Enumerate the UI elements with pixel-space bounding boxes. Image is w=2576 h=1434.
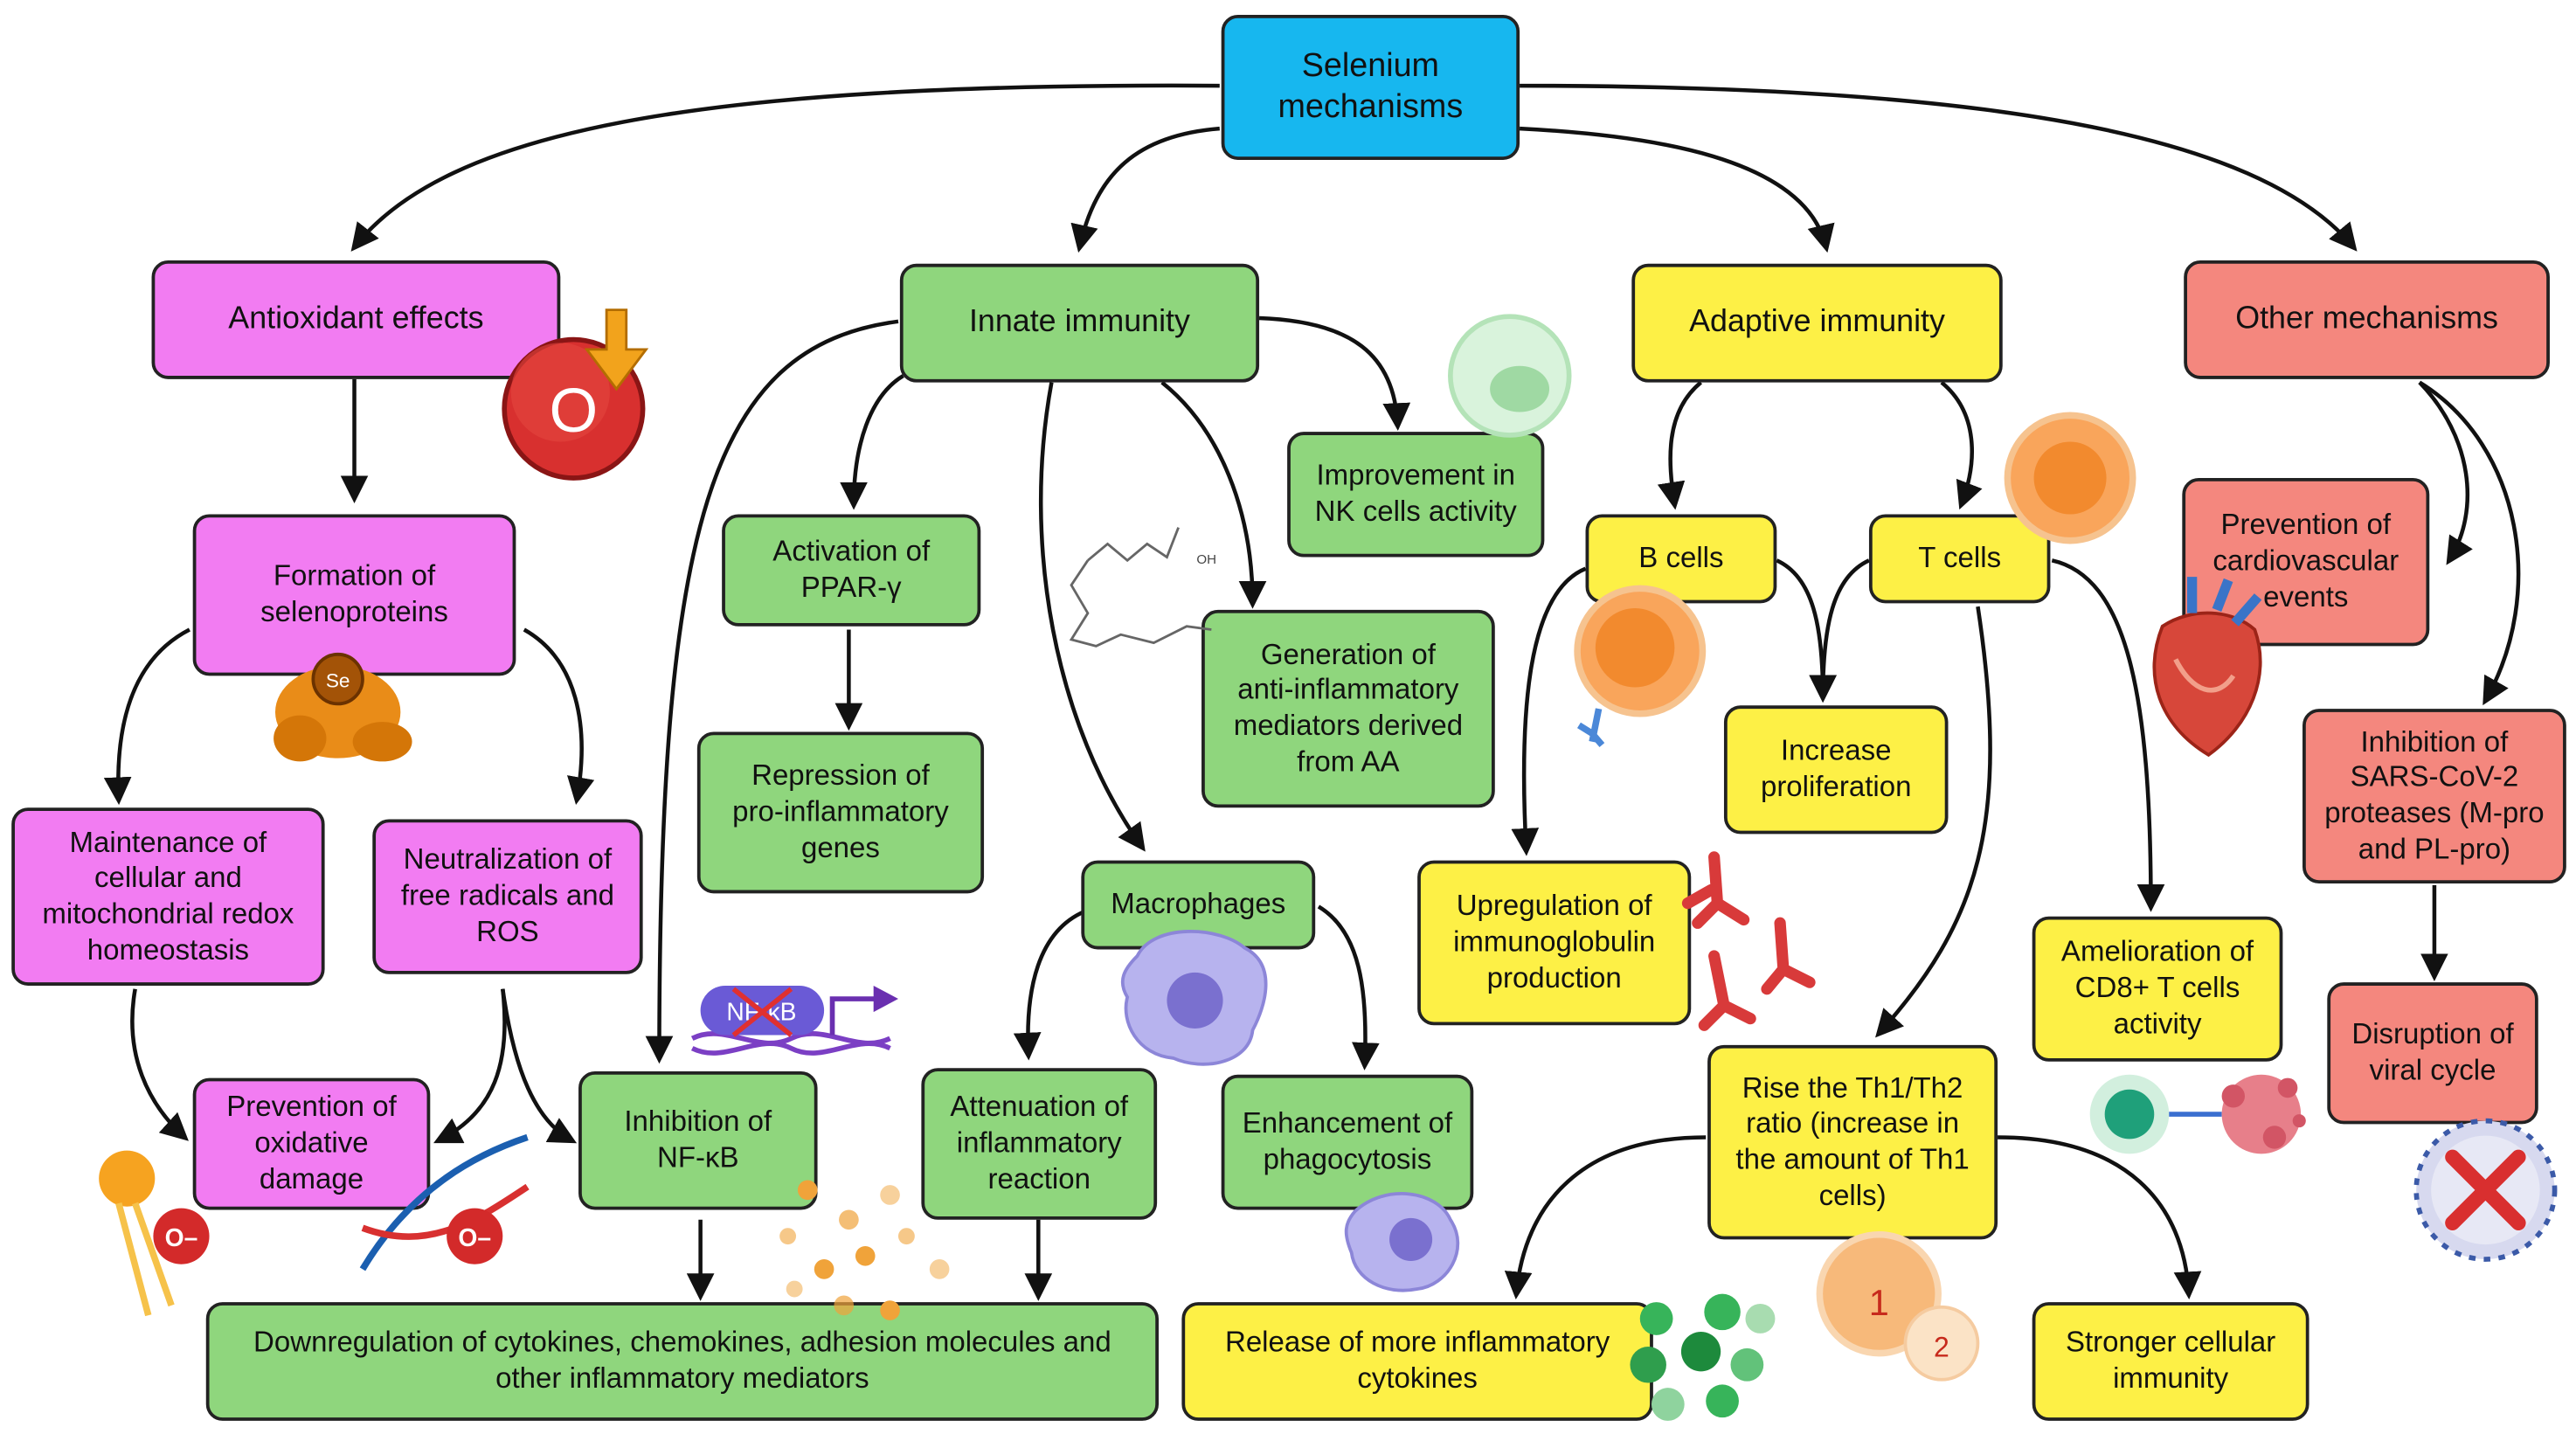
node-formation-selenoproteins: Formation of selenoproteins <box>192 514 516 676</box>
arrow-redox-prevention <box>130 988 189 1141</box>
node-adaptive-immunity: Adaptive immunity <box>1631 263 2003 383</box>
arrow-macrophages-attenuation <box>1013 909 1086 1061</box>
arrow-innate-ppar <box>840 374 904 510</box>
arrow-other-cardiovascular <box>2418 381 2473 565</box>
node-enhancement-phagocytosis: Enhancement of phagocytosis <box>1221 1074 1474 1210</box>
node-attenuation-inflammation: Attenuation of inflammatory reaction <box>921 1068 1158 1220</box>
node-downregulation-cytokines: Downregulation of cytokines, chemokines,… <box>205 1302 1159 1421</box>
arrow-root-adaptive <box>1519 126 1835 253</box>
arrow-th1th2-release <box>1504 1135 1707 1299</box>
arrow-neutralization-prevention <box>433 988 507 1144</box>
arrow-bcells-immunoglobulin <box>1511 566 1587 856</box>
arrow-tcells-th1th2 <box>1875 606 1992 1038</box>
node-nk-cells: Improvement in NK cells activity <box>1287 432 1545 558</box>
node-sars-cov2-proteases: Inhibition of SARS-CoV-2 proteases (M-pr… <box>2302 709 2566 884</box>
node-th1-th2-ratio: Rise the Th1/Th2 ratio (increase in the … <box>1707 1044 1998 1240</box>
arrow-bcells-proliferation <box>1776 558 1837 703</box>
node-selenium-mechanisms: Selenium mechanisms <box>1221 14 1520 160</box>
arrow-other-sars <box>2418 380 2521 706</box>
node-prevention-oxidative-damage: Prevention of oxidative damage <box>192 1077 431 1210</box>
node-other-mechanisms: Other mechanisms <box>2184 260 2550 379</box>
arrow-macrophages-phagocytosis <box>1317 904 1380 1070</box>
node-stronger-cellular-immunity: Stronger cellular immunity <box>2032 1302 2309 1421</box>
arrow-tcells-cd8 <box>2051 558 2165 912</box>
arrow-selenoproteins-redox <box>103 627 190 806</box>
node-immunoglobulin-production: Upregulation of immunoglobulin productio… <box>1417 860 1692 1026</box>
arrow-adaptive-bcells <box>1657 380 1702 510</box>
node-increase-proliferation: Increase proliferation <box>1723 705 1949 835</box>
node-viral-cycle: Disruption of viral cycle <box>2327 982 2538 1125</box>
node-release-cytokines: Release of more inflammatory cytokines <box>1181 1302 1653 1421</box>
arrow-selenoproteins-neutralization <box>523 627 595 806</box>
node-inhibition-nfkb: Inhibition of NF-κB <box>578 1071 818 1210</box>
node-cd8-activity: Amelioration of CD8+ T cells activity <box>2032 916 2283 1062</box>
node-macrophages: Macrophages <box>1081 860 1316 950</box>
node-redox-homeostasis: Maintenance of cellular and mitochondria… <box>11 807 325 986</box>
arrow-root-antioxidant <box>350 83 1220 252</box>
node-repression-genes: Repression of pro-inflammatory genes <box>696 731 985 894</box>
node-aa-mediators: Generation of anti-inflammatory mediator… <box>1201 609 1495 808</box>
arrow-adaptive-tcells <box>1940 380 1983 510</box>
node-activation-ppar: Activation of PPAR-γ <box>722 514 981 627</box>
arrow-root-other <box>1520 83 2358 252</box>
arrow-th1th2-cellular <box>1998 1135 2202 1299</box>
arrow-innate-nfkb <box>645 319 899 1064</box>
node-b-cells: B cells <box>1585 514 1777 604</box>
arrow-root-innate <box>1070 126 1220 253</box>
arrow-innate-macrophages <box>1038 382 1146 852</box>
node-neutralization-ros: Neutralization of free radicals and ROS <box>372 819 643 974</box>
arrow-innate-aa <box>1160 380 1267 609</box>
node-antioxidant-effects: Antioxidant effects <box>151 260 561 379</box>
node-innate-immunity: Innate immunity <box>899 263 1260 383</box>
arrow-innate-nk <box>1258 315 1411 431</box>
arrow-neutralization-nfkb <box>501 988 578 1144</box>
arrow-tcells-proliferation <box>1809 558 1870 703</box>
node-t-cells: T cells <box>1868 514 2051 604</box>
node-cardiovascular-events: Prevention of cardiovascular events <box>2182 477 2430 647</box>
